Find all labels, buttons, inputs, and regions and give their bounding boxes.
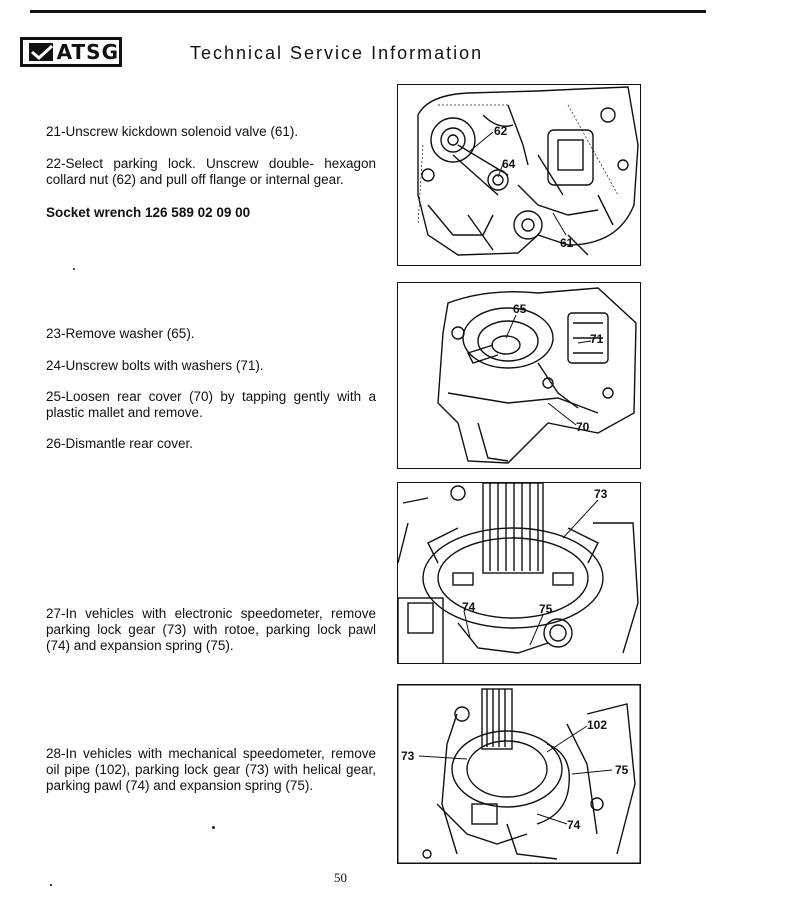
figure-1-drawing: 62 64 61: [417, 86, 639, 256]
scan-speck: [73, 268, 75, 270]
step-23: 23-Remove washer (65).: [46, 326, 195, 341]
figure-3-drawing: 73 74 75: [398, 483, 639, 663]
figure-2-drawing: 65 71 70: [437, 287, 637, 464]
step-24: 24-Unscrew bolts with washers (71).: [46, 358, 264, 373]
tool-note: Socket wrench 126 589 02 09 00: [46, 205, 251, 220]
step-27: 27-In vehicles with electronic speedomet…: [46, 606, 376, 653]
callout-70: 70: [576, 420, 590, 434]
callout-71: 71: [590, 332, 604, 346]
callout-73: 73: [594, 487, 608, 501]
scan-speck: [50, 884, 52, 886]
logo-text: ATSG: [56, 40, 119, 64]
callout-65: 65: [513, 302, 527, 316]
figure-electronic-speedometer: 73 74 75: [397, 482, 641, 664]
callout-62: 62: [494, 124, 508, 138]
logo-check-icon: [29, 43, 54, 61]
callout-61: 61: [560, 236, 574, 250]
scan-speck: [212, 826, 215, 829]
step-28: 28-In vehicles with mechanical speedomet…: [46, 746, 376, 793]
callout-64: 64: [502, 157, 516, 171]
figure-kickdown-solenoid: 62 64 61: [397, 84, 641, 266]
figure-rear-cover: 65 71 70: [397, 282, 641, 469]
page-number: 50: [334, 870, 347, 885]
callout-75: 75: [539, 602, 553, 616]
callout-74: 74: [462, 600, 476, 614]
callout-74: 74: [567, 818, 581, 832]
figure-mechanical-speedometer: 102 73 75 74: [397, 684, 641, 864]
step-22: 22-Select parking lock. Unscrew double- …: [46, 156, 376, 187]
step-26: 26-Dismantle rear cover.: [46, 436, 194, 451]
callout-75: 75: [615, 763, 629, 777]
atsg-logo: ATSG: [20, 37, 122, 67]
step-25: 25-Loosen rear cover (70) by tapping gen…: [46, 389, 376, 420]
callout-73: 73: [401, 749, 415, 763]
header-rule: [30, 10, 706, 13]
step-21: 21-Unscrew kickdown solenoid valve (61).: [46, 124, 299, 139]
callout-102: 102: [587, 718, 607, 732]
figure-4-drawing: 102 73 75 74: [397, 684, 641, 863]
page-title: Technical Service Information: [190, 43, 484, 63]
